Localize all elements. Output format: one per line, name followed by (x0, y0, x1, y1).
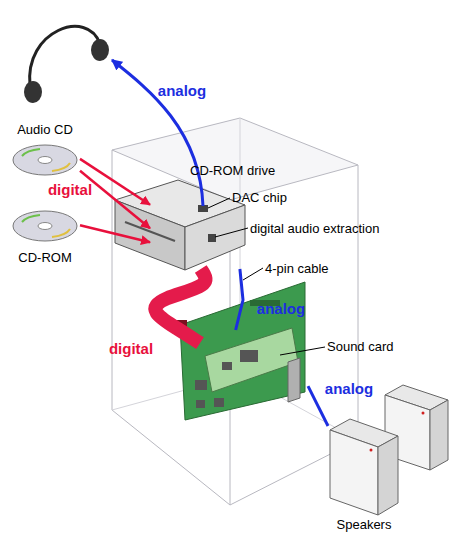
disc-sheen (22, 149, 40, 156)
signal-label: analog (325, 380, 373, 397)
node-label: Speakers (328, 517, 400, 532)
leader-line (280, 347, 325, 355)
disc-sheen (22, 215, 40, 222)
disc-node: Audio CD (10, 118, 80, 184)
compact-disc (13, 211, 77, 241)
audio-port (208, 234, 216, 242)
drive-front (115, 200, 185, 270)
leader-line (208, 198, 230, 208)
drive-node: CD-ROM drive (150, 162, 295, 269)
ribbon-cable (155, 269, 205, 343)
signal-label: digital (109, 340, 153, 357)
speaker-side (378, 436, 398, 515)
speaker-side (430, 400, 448, 470)
node-label: Audio CD (10, 122, 80, 137)
chip (214, 398, 224, 407)
digital-signal (80, 171, 150, 229)
sound-card-board (205, 328, 298, 392)
disc-hole (38, 223, 52, 230)
speaker-node: Speakers (328, 378, 450, 538)
motherboard (180, 282, 305, 420)
leader-line (243, 268, 263, 280)
drive-side (185, 205, 245, 270)
dac-chip (198, 205, 208, 212)
headphone-earpiece (91, 39, 109, 61)
digital-signal (80, 225, 150, 242)
speaker-led (422, 412, 425, 415)
part-label: digital audio extraction (250, 221, 379, 236)
case-outline (112, 150, 358, 505)
chip (196, 400, 205, 408)
signal-label: digital (48, 181, 92, 198)
speaker-front (330, 430, 378, 515)
node-label: CD-ROM (10, 250, 80, 265)
headphone-band (30, 26, 100, 86)
leader-line (215, 228, 248, 237)
part-label: DAC chip (232, 190, 287, 205)
node-label: Sound card (327, 339, 394, 354)
speaker-led (370, 449, 373, 452)
disc-sheen (52, 163, 70, 171)
headphone-earpiece (24, 81, 42, 103)
card-node: Sound card (200, 330, 308, 396)
chip (240, 350, 258, 362)
case-top (112, 118, 358, 200)
card-bracket (288, 358, 300, 402)
disc-sheen (52, 229, 70, 237)
disc-node: CD-ROM (10, 198, 80, 266)
drive-slot (125, 222, 175, 241)
node-label: CD-ROM drive (190, 163, 275, 178)
ribbon-connector (165, 320, 187, 329)
disc-hole (38, 157, 52, 164)
signal-label: analog (257, 300, 305, 317)
chip (195, 380, 207, 390)
signal-label: analog (158, 82, 206, 99)
audio-cable (236, 269, 243, 330)
part-label: 4-pin cable (265, 261, 329, 276)
compact-disc (13, 145, 77, 175)
chip (222, 362, 232, 370)
